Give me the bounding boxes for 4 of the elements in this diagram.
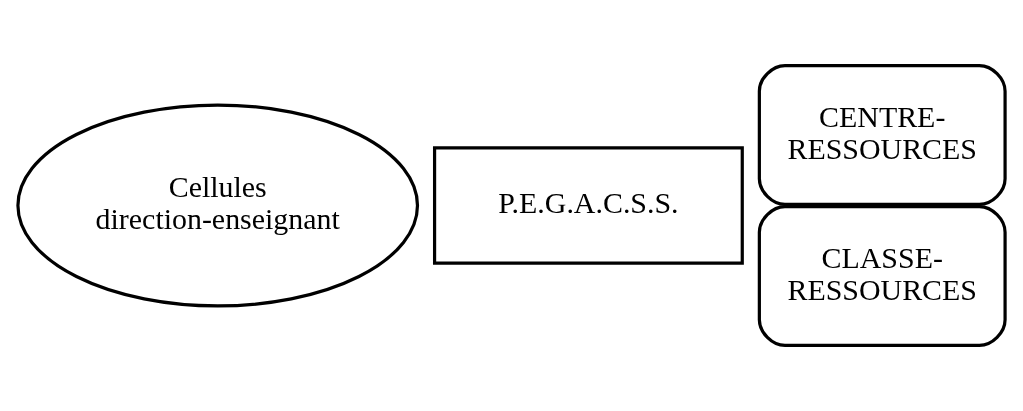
node-ellipse: Cellules direction-enseignant: [16, 103, 420, 308]
node-box: CLASSE- RESSOURCES: [757, 204, 1007, 348]
node-box: P.E.G.A.C.S.S.: [432, 146, 744, 265]
node-box: CENTRE- RESSOURCES: [757, 63, 1007, 207]
